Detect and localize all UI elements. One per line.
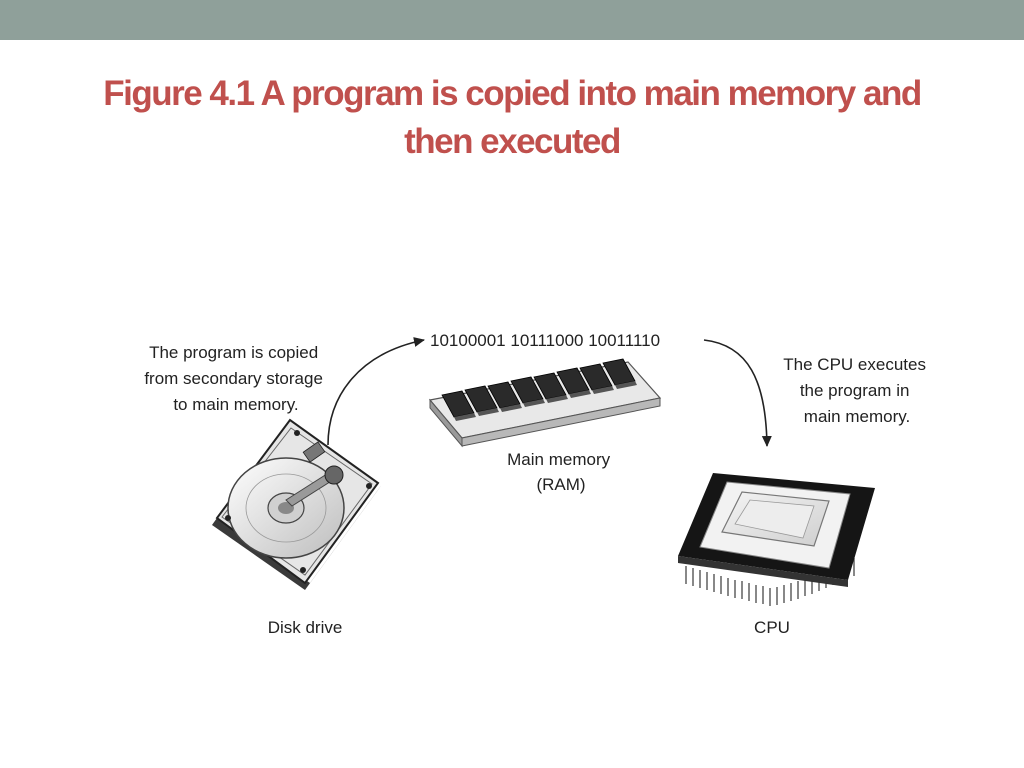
disk-drive-icon bbox=[212, 418, 383, 590]
title-line-1: Figure 4.1 A program is copied into main… bbox=[103, 74, 922, 113]
cpu-chip-icon bbox=[678, 473, 875, 606]
copy-caption: The program is copied from secondary sto… bbox=[144, 343, 327, 414]
copy-caption-line-1: The program is copied bbox=[149, 343, 318, 362]
copy-arrow bbox=[327, 337, 425, 446]
title-line-2: then executed bbox=[404, 122, 621, 161]
cpu-caption-line-2: the program in bbox=[800, 381, 910, 400]
ram-label-line-1: Main memory bbox=[507, 450, 610, 469]
cpu-label: CPU bbox=[754, 618, 790, 637]
binary-code: 10100001 10111000 10011110 bbox=[430, 331, 660, 350]
ram-module-icon bbox=[428, 358, 662, 448]
cpu-caption-line-3: main memory. bbox=[804, 407, 910, 426]
cpu-caption-line-1: The CPU executes bbox=[783, 355, 926, 374]
slide-title: Figure 4.1 A program is copied into main… bbox=[60, 70, 964, 166]
ram-label-line-2: (RAM) bbox=[536, 475, 585, 494]
copy-caption-line-3: to main memory. bbox=[173, 395, 298, 414]
ram-label: Main memory (RAM) bbox=[507, 450, 615, 494]
execute-arrow bbox=[703, 339, 772, 447]
copy-caption-line-2: from secondary storage bbox=[144, 369, 323, 388]
top-bar bbox=[0, 0, 1024, 40]
disk-drive-label: Disk drive bbox=[268, 618, 343, 637]
cpu-caption: The CPU executes the program in main mem… bbox=[783, 355, 930, 426]
